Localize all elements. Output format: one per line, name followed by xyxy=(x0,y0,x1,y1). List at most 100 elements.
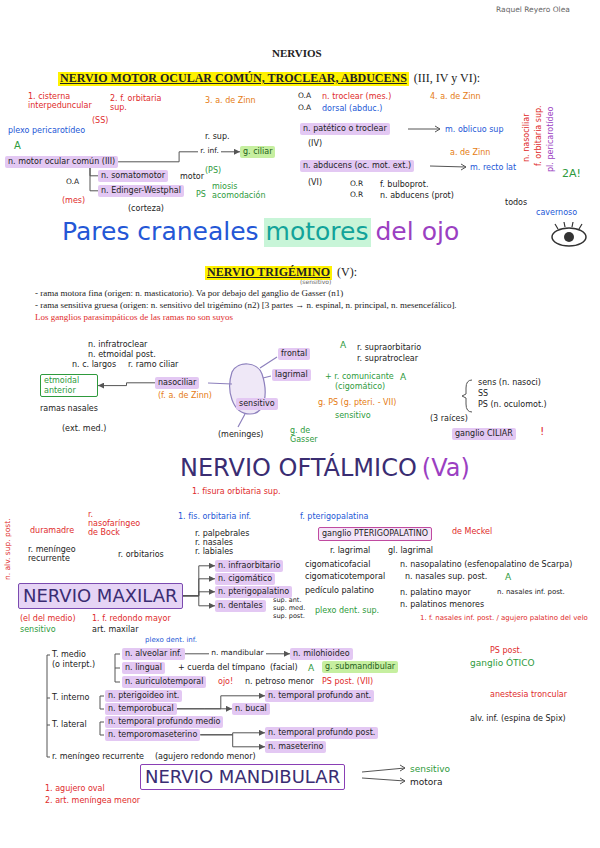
highlight-box: nasociliar xyxy=(155,377,199,389)
node-text: n. temporomaseterino xyxy=(108,730,197,740)
node-text: ganglio PTERIGOPALATINO xyxy=(322,529,428,539)
highlight-box: n. maseterino xyxy=(265,741,326,753)
highlight-box: n. alveolar inf. xyxy=(122,648,185,660)
connector xyxy=(98,383,155,386)
highlight-box: n. bucal xyxy=(232,703,270,715)
edge-label: n. mandibular xyxy=(209,649,265,658)
leader-arrow xyxy=(408,126,440,132)
note-label: Raquel Reyero Olea xyxy=(496,6,570,15)
note-label: de Meckel xyxy=(452,527,492,536)
eye-outline xyxy=(552,228,586,246)
note-label: 1. f. redondo mayor xyxy=(92,614,171,623)
note-label: n. abducens (prot) xyxy=(380,191,454,200)
note-label: n. c. largos xyxy=(72,360,116,369)
note-label: plexo pericarotídeo xyxy=(8,126,85,135)
note-label: - rama motora fina (origen: n. masticato… xyxy=(35,288,580,298)
node-text: g. submandibular xyxy=(325,662,395,672)
node-text: nasociliar xyxy=(158,378,196,388)
node-text: n. temporal profundo post. xyxy=(268,728,375,738)
note-label: T. medio xyxy=(52,650,86,659)
note-label: A xyxy=(340,340,346,350)
note-label: O.R xyxy=(350,180,363,189)
note-label: PS post. (VII) xyxy=(322,677,373,686)
highlight-box: n. temporal profundo post. xyxy=(265,727,378,739)
note-label: 4. a. de Zinn xyxy=(430,92,481,101)
note-label: T. lateral xyxy=(52,720,87,729)
note-label: ! xyxy=(540,426,544,439)
note-label: Pares craneales xyxy=(62,218,259,247)
note-label: + r. comunicante xyxy=(325,372,394,381)
note-label: 2. art. meníngea menor xyxy=(45,796,140,805)
highlight-box: ganglio CILIAR xyxy=(452,428,516,440)
note-label: (el del medio) xyxy=(20,614,76,623)
note-label: T. interno xyxy=(52,693,90,702)
note-label: (Va) xyxy=(422,455,470,483)
note-label: 1. fis. orbitaria inf. xyxy=(178,512,251,521)
highlight-box: n. temporobucal xyxy=(105,703,177,715)
node-text: n. motor ocular común (III) xyxy=(8,157,115,167)
note-label: n. nasociliar xyxy=(522,114,531,162)
note-label: (facial) xyxy=(270,663,298,672)
connector xyxy=(200,735,265,747)
node-text: n. bucal xyxy=(235,704,267,714)
highlight-box: lagrimal xyxy=(272,369,311,381)
node-text: n. dentales xyxy=(218,601,263,611)
connector xyxy=(118,152,240,162)
note-label: NERVIO OFTÁLMICO xyxy=(180,455,417,483)
node-text: n. somatomotor xyxy=(101,171,165,181)
note-label: n. alv. sup. post. xyxy=(4,518,13,580)
note-label: PS (n. oculomot.) xyxy=(478,400,547,409)
note-label: 3. a. de Zinn xyxy=(205,96,256,105)
connector xyxy=(183,592,215,596)
leader-arrow xyxy=(362,765,405,772)
note-label: O.A xyxy=(298,92,311,101)
node-text: n. patético o troclear xyxy=(303,124,387,134)
node-text: ganglio CILIAR xyxy=(455,429,513,439)
ganglion-box: ganglio PTERIGOPALATINO xyxy=(318,527,432,541)
connector xyxy=(90,168,98,191)
note-label: n. palatino mayor xyxy=(400,588,471,597)
note-label: + cuerda del tímpano xyxy=(178,663,265,672)
note-label: a. de Zinn xyxy=(450,148,490,157)
connector xyxy=(177,708,232,709)
note-label: PS post. xyxy=(490,646,522,655)
note-label: plexo dent. inf. xyxy=(145,636,197,644)
highlight-box: n. abducens (oc. mot. ext.) xyxy=(300,160,414,172)
note-label: r. palpebrales xyxy=(195,529,249,538)
note-label: m. oblicuo sup xyxy=(445,125,504,134)
note-label: n. petroso menor xyxy=(245,677,314,686)
note-label: todos xyxy=(505,198,527,207)
note-label: n. troclear (mes.) xyxy=(322,92,391,101)
note-label: 1. cisterna interpeduncular xyxy=(28,92,86,110)
note-label: ojo! xyxy=(218,677,233,686)
note-label: O.R xyxy=(350,191,363,200)
note-label: n. infratroclear xyxy=(88,340,147,349)
note-label: ganglio ÓTICO xyxy=(470,658,535,668)
highlight-box: n. patético o troclear xyxy=(300,123,390,135)
node-text: n. milohioideo xyxy=(293,649,350,659)
note-label: (cigomático) xyxy=(335,382,385,391)
node-text: n. maseterino xyxy=(268,742,323,752)
node-text: lagrimal xyxy=(275,370,308,380)
highlight-box: n. dentales xyxy=(215,600,266,612)
highlight-box: n. infraorbitario xyxy=(215,560,283,572)
note-label: (SS) xyxy=(92,116,108,125)
note-label: sensitivo xyxy=(410,764,450,774)
note-label: sup. med. xyxy=(273,605,305,612)
note-label: sup. ant. xyxy=(273,597,301,604)
note-label: pedículo palatino xyxy=(305,586,374,595)
note-label: (PS) xyxy=(205,166,221,175)
note-label: n. nasopalatino (esfenopalatino de Scarp… xyxy=(400,560,572,569)
note-label: plexo dent. sup. xyxy=(315,606,379,615)
highlight-box: g. submandibular xyxy=(322,661,398,673)
note-label: r. lagrimal xyxy=(330,546,370,555)
note-label: 1. agujero oval xyxy=(45,784,105,793)
heading-label: NERVIO MOTOR OCULAR COMÚN, TROCLEAR, ABD… xyxy=(58,72,409,86)
connector xyxy=(183,596,215,606)
note-label: gl. lagrimal xyxy=(388,546,433,555)
note-label: (III, IV y VI): xyxy=(414,72,480,86)
note-label: (VI) xyxy=(308,178,322,187)
node-text: n. infraorbitario xyxy=(218,561,280,571)
tree-line xyxy=(47,655,50,757)
note-label: ramas nasales xyxy=(40,404,98,413)
